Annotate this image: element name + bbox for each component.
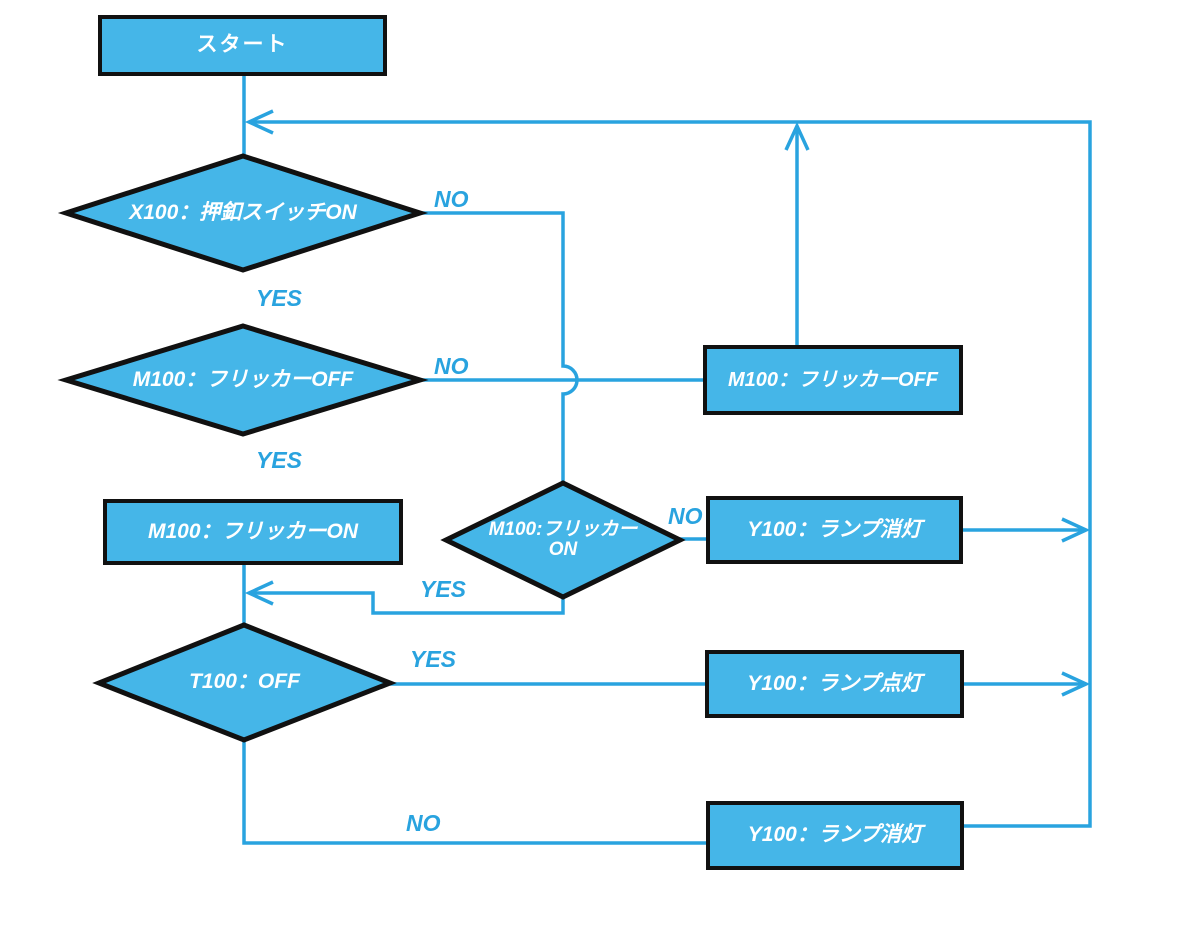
- process-m100-off-shape: [703, 345, 963, 415]
- process-y100-on-shape: [705, 650, 964, 718]
- edge-d3-yes: [252, 591, 565, 615]
- decision-x100-shape: [57, 153, 429, 273]
- start-node-shape: [98, 15, 387, 76]
- edge-return-loop: [252, 120, 1092, 828]
- shapes: [57, 15, 964, 870]
- process-y100-off-mid-shape: [706, 496, 963, 564]
- arrowhead-return-left: [244, 109, 274, 135]
- process-y100-off-bottom-shape: [706, 801, 964, 870]
- arrowhead-p3-right: [1061, 517, 1091, 543]
- decision-m100-on-shape: [440, 480, 686, 600]
- arrowhead-p4-right: [1061, 671, 1091, 697]
- process-m100-on-shape: [103, 499, 403, 565]
- decision-m100-off-shape: [57, 323, 429, 437]
- edge-d4-no: [242, 740, 708, 845]
- arrowhead-p2-up: [784, 121, 810, 151]
- edge-d1-no: [420, 211, 579, 483]
- arrowhead-d3-yes-left: [244, 580, 274, 606]
- decision-t100-shape: [92, 622, 397, 743]
- connector-lines: [242, 74, 1092, 845]
